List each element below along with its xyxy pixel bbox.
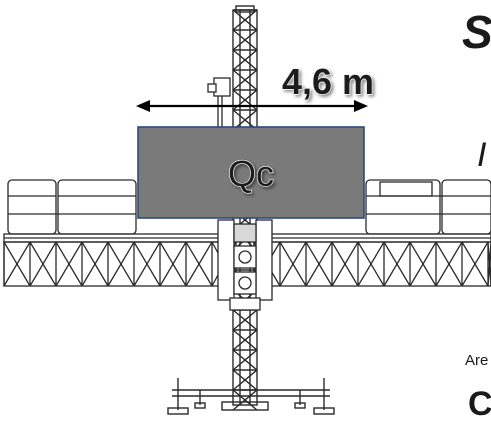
width-dimension-label: 4,6 m [282, 61, 374, 102]
brace-line [409, 241, 437, 287]
brace-line [185, 241, 213, 287]
brace-line [29, 241, 57, 287]
drive-cage [217, 219, 273, 311]
brace-line [107, 241, 135, 287]
load-box-label: Qc [228, 153, 274, 194]
brace-line [435, 241, 463, 287]
brace-line [383, 241, 411, 287]
brace-line [55, 241, 83, 287]
brace-line [232, 329, 258, 351]
brace-line [461, 241, 489, 287]
brace-line [232, 29, 258, 51]
brace-line [133, 241, 161, 287]
brace-line [232, 369, 258, 391]
side-text-top: S [462, 6, 491, 58]
platform-left [3, 179, 237, 287]
brace-line [357, 241, 385, 287]
width-dimension-arrow [136, 100, 368, 112]
brace-line [232, 349, 258, 371]
load-box [137, 126, 365, 219]
brace-line [305, 241, 333, 287]
brace-line [279, 241, 307, 287]
brace-line [232, 389, 258, 411]
base-frame [167, 378, 335, 415]
brace-line [232, 309, 258, 331]
side-text-middle: I [477, 136, 487, 174]
hoist-motor [207, 77, 231, 128]
side-text-bottom: C [468, 386, 491, 422]
truss-right [253, 241, 491, 287]
brace-line [331, 241, 359, 287]
brace-line [232, 9, 258, 31]
brace-line [3, 241, 31, 287]
side-text-lower: Are [465, 352, 489, 369]
brace-line [232, 69, 258, 91]
brace-line [159, 241, 187, 287]
brace-line [81, 241, 109, 287]
brace-line [232, 49, 258, 71]
truss-left [3, 241, 237, 287]
